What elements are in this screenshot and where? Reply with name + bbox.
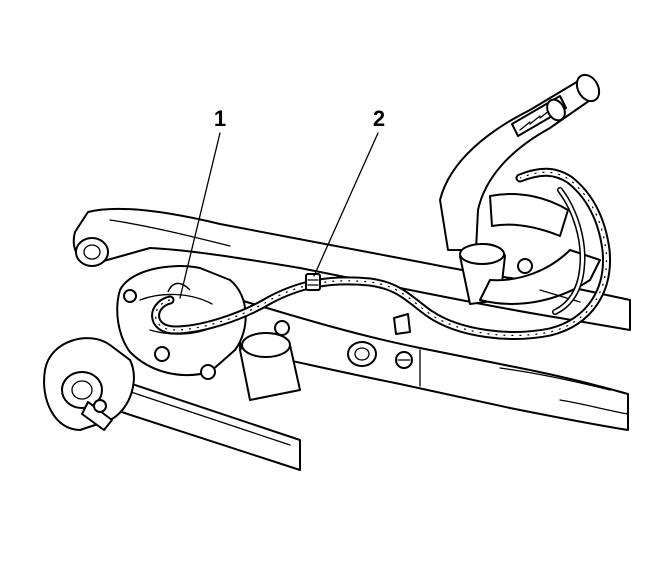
wiring-harness bbox=[151, 167, 611, 340]
frame-bolt bbox=[393, 313, 413, 369]
hose-assembly bbox=[439, 73, 601, 305]
callout-2-label: 2 bbox=[373, 106, 385, 131]
harness-clip bbox=[305, 273, 321, 291]
suspension-bracket bbox=[43, 337, 135, 431]
callout-2-leader bbox=[313, 132, 379, 277]
center-housing bbox=[116, 265, 247, 380]
center-tube bbox=[239, 320, 301, 401]
callout-1-leader bbox=[179, 132, 221, 299]
lower-frame-rail bbox=[239, 299, 629, 431]
callout-1-label: 1 bbox=[214, 106, 226, 131]
